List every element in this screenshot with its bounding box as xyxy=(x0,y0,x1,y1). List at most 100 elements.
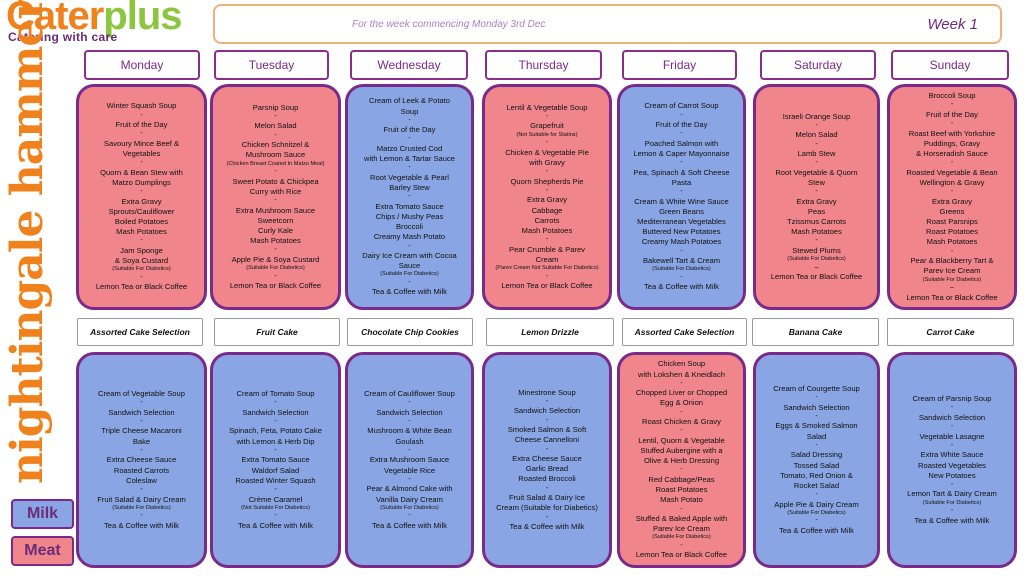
menu-separator: - xyxy=(680,111,683,119)
menu-separator: - xyxy=(680,379,683,387)
menu-separator: - xyxy=(680,505,683,513)
menu-item: Boiled Potatoes xyxy=(114,217,169,227)
menu-item: Grapefruit xyxy=(530,121,564,131)
menu-separator: - xyxy=(274,486,277,493)
menu-separator: - xyxy=(408,475,411,483)
menu-item: Soup xyxy=(400,106,419,116)
menu-item: Israeli Orange Soup xyxy=(782,111,851,121)
menu-separator: - xyxy=(545,445,549,453)
day-header-thursday: Thursday xyxy=(485,50,602,80)
menu-separator: - xyxy=(950,159,954,167)
menu-item: Roasted Broccoli xyxy=(518,474,576,484)
menu-item: with Lokshen & Kneidlach xyxy=(638,369,725,379)
menu-item: Tzissmus Carrots xyxy=(786,217,847,227)
menu-separator: - xyxy=(140,446,143,454)
menu-item: Lentil, Quorn & Vegetable xyxy=(638,435,725,445)
week-label: Week 1 xyxy=(927,16,978,33)
menu-separator: - xyxy=(140,399,143,407)
menu-separator: - xyxy=(140,130,143,138)
dietary-note: (Suitable For Diabetics) xyxy=(380,504,439,511)
menu-item: Roast Beef with Yorkshire xyxy=(908,128,996,138)
legend-meat: Meat xyxy=(11,536,74,566)
menu-item: Fruit of the Day xyxy=(383,125,436,135)
menu-item: Crème Caramel xyxy=(248,494,303,504)
menu-separator: - xyxy=(950,441,954,449)
menu-separator: - xyxy=(140,159,143,167)
menu-item: with Lemon & Tartar Sauce xyxy=(363,154,456,164)
menu-item: Pear Crumble & Parev xyxy=(509,244,585,254)
menu-item: Poached Salmon with xyxy=(644,138,719,148)
menu-item: Waldorf Salad xyxy=(251,465,300,475)
supper-menu-tuesday: Cream of Tomato Soup-Sandwich Selection-… xyxy=(210,352,341,568)
menu-item: Melon Salad xyxy=(254,121,297,131)
menu-item: Salad Dressing xyxy=(790,450,843,460)
menu-item: Chopped Liver or Chopped xyxy=(635,388,728,398)
menu-item: Cheese Cannelloni xyxy=(514,435,580,445)
menu-item: Mash Potato xyxy=(660,495,703,505)
menu-item: Mash Potatoes xyxy=(926,237,978,247)
menu-item: Roast Parsnips xyxy=(926,217,978,227)
cake-thursday: Lemon Drizzle xyxy=(486,318,614,346)
menu-item: Mash Potatoes xyxy=(250,236,301,246)
menu-item: Chicken Soup xyxy=(657,359,706,369)
day-header-monday: Monday xyxy=(84,50,200,80)
menu-separator: - xyxy=(680,273,683,281)
menu-separator: - xyxy=(140,273,143,281)
legend-milk-label: Milk xyxy=(26,505,59,522)
menu-item: Triple Cheese Macaroni xyxy=(101,426,182,436)
menu-item: Cream xyxy=(535,254,559,264)
menu-separator: - xyxy=(950,247,954,255)
menu-item: Minestrone Soup xyxy=(518,387,576,397)
menu-item: Savoury Mince Beef & xyxy=(103,138,180,148)
logo-tagline: Catering with care xyxy=(8,30,118,44)
menu-item: Apple Pie & Soya Custard xyxy=(231,254,320,264)
menu-separator: - xyxy=(408,512,411,520)
lunch-menu-tuesday: Parsnip Soup-Melon Salad-Chicken Schnitz… xyxy=(210,84,341,310)
menu-item: Extra Cheese Sauce xyxy=(512,454,582,464)
menu-separator: - xyxy=(815,159,818,167)
day-header-wednesday: Wednesday xyxy=(350,50,468,80)
menu-item: Curry with Rice xyxy=(249,186,302,196)
dietary-note: (Not Suitable For Diabetics) xyxy=(241,504,310,511)
menu-item: Buttered New Potatoes xyxy=(642,227,721,237)
menu-item: Fruit of the Day xyxy=(926,109,978,119)
legend-meat-label: Meat xyxy=(24,542,61,559)
menu-separator: - xyxy=(408,116,411,124)
menu-separator: - xyxy=(545,416,549,424)
menu-item: Extra Tomato Sauce xyxy=(375,201,444,211)
menu-item: Extra Gravy xyxy=(526,195,568,205)
menu-item: Broccoli Soup xyxy=(928,91,976,101)
menu-separator: - xyxy=(274,512,277,520)
menu-item: Egg & Onion xyxy=(659,398,704,408)
menu-item: Chicken & Vegetable Pie xyxy=(505,147,589,157)
menu-item: Pear & Almond Cake with xyxy=(366,484,453,494)
menu-item: Tea & Coffee with Milk xyxy=(104,520,179,530)
menu-item: Stewed Plums xyxy=(792,245,841,255)
menu-item: Matzo Crusted Cod xyxy=(376,143,443,153)
cake-tuesday: Fruit Cake xyxy=(214,318,340,346)
menu-separator: - xyxy=(815,441,818,449)
menu-separator: - xyxy=(408,242,411,250)
menu-item: Quorn & Bean Stew with xyxy=(100,167,183,177)
lunch-menu-monday: Winter Squash Soup-Fruit of the Day-Savo… xyxy=(76,84,207,310)
menu-item: Tea & Coffee with Milk xyxy=(372,520,447,530)
menu-item: Lemon Tea or Black Coffee xyxy=(501,281,593,291)
menu-item: Fruit Salad & Dairy Cream xyxy=(97,494,186,504)
menu-item: Creamy Mash Potatoes xyxy=(641,237,722,247)
menu-separator: - xyxy=(545,236,549,244)
menu-item: Mushroom & White Bean xyxy=(367,426,452,436)
menu-item: Tossed Salad xyxy=(793,460,840,470)
menu-item: Vegetables xyxy=(122,149,161,159)
menu-item: Cream & White Wine Sauce xyxy=(634,196,729,206)
menu-separator: - xyxy=(274,168,277,176)
menu-item: Tea & Coffee with Milk xyxy=(914,515,990,525)
menu-item: Mash Potatoes xyxy=(116,227,167,237)
menu-item: Green Beans xyxy=(659,206,704,216)
menu-item: Smoked Salmon & Soft xyxy=(507,425,587,435)
dietary-note: (Parev Cream Not Suitable For Diabetics) xyxy=(495,265,599,272)
menu-separator: - xyxy=(680,247,683,255)
menu-separator: - xyxy=(680,541,683,549)
menu-item: Curly Kale xyxy=(257,225,294,235)
menu-item: & Horseradish Sauce xyxy=(916,149,988,159)
